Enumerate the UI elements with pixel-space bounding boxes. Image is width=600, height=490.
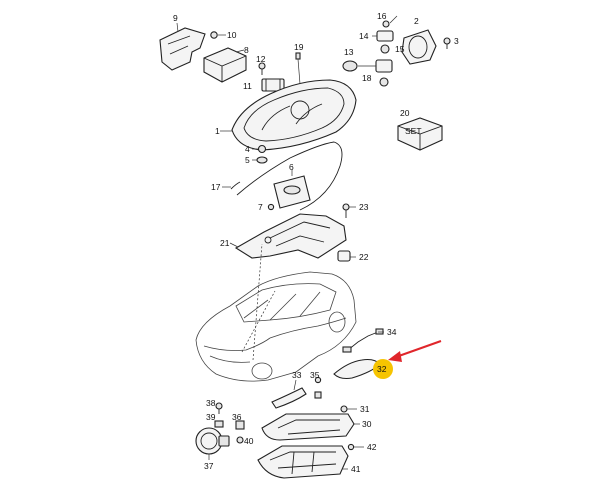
label-7: 7 — [258, 202, 263, 212]
part-7-screw — [267, 203, 275, 211]
part-9-bracket — [159, 22, 206, 71]
part-21-carrier — [229, 213, 347, 259]
pointer-arrowhead — [388, 351, 402, 362]
label-23: 23 — [359, 202, 369, 212]
pointer-arrow — [395, 340, 442, 358]
label-19: 19 — [294, 42, 304, 52]
part-20-seal-set: SET — [397, 117, 443, 151]
part-8-module — [203, 47, 247, 83]
part-22-clip — [337, 250, 356, 262]
label-32: 32 — [377, 364, 387, 374]
part-33-strip — [271, 379, 307, 409]
label-39: 39 — [206, 412, 216, 422]
label-37: 37 — [204, 461, 214, 471]
label-22: 22 — [359, 252, 369, 262]
parts-4-5-grommets — [252, 144, 268, 164]
part-31-screw — [340, 405, 357, 413]
part-34-wiring — [342, 328, 384, 353]
label-5: 5 — [245, 155, 250, 165]
part-23-bolt — [342, 203, 356, 218]
label-40: 40 — [244, 436, 254, 446]
label-38: 38 — [206, 398, 216, 408]
label-35: 35 — [310, 370, 320, 380]
label-15: 15 — [395, 44, 405, 54]
part-2-cover — [401, 29, 437, 65]
label-18: 18 — [362, 73, 372, 83]
car-outline — [195, 243, 357, 382]
part-1-headlight — [220, 79, 357, 151]
label-42: 42 — [367, 442, 377, 452]
part-41-grille — [257, 445, 349, 479]
label-6: 6 — [289, 162, 294, 172]
part-37-fog-lamp — [195, 427, 230, 460]
part-6-actuator — [273, 170, 311, 209]
label-36: 36 — [232, 412, 242, 422]
label-4: 4 — [245, 144, 250, 154]
label-33: 33 — [292, 370, 302, 380]
label-30: 30 — [362, 419, 372, 429]
label-12: 12 — [256, 54, 266, 64]
label-11: 11 — [243, 81, 252, 91]
label-17: 17 — [211, 182, 221, 192]
label-3: 3 — [454, 36, 459, 46]
part-10-screw — [210, 31, 226, 39]
part-13-cap — [342, 60, 358, 72]
part-17-seal-strip — [222, 141, 343, 211]
label-10: 10 — [227, 30, 237, 40]
part-32-highlight-badge — [373, 359, 393, 379]
part-11-ballast — [261, 78, 285, 92]
part-19-bolt — [295, 52, 301, 85]
label-34: 34 — [387, 327, 397, 337]
parts-38-40-fixings — [214, 402, 245, 444]
label-16: 16 — [377, 11, 387, 21]
parts-14-18-bulb-assembly — [358, 15, 398, 87]
label-20: 20 — [400, 108, 410, 118]
label-8: 8 — [244, 45, 249, 55]
part-3-screw — [443, 37, 451, 49]
label-21: 21 — [220, 238, 230, 248]
part-12-bolt — [258, 62, 266, 75]
label-1: 1 — [215, 126, 220, 136]
set-label: SET — [405, 126, 422, 136]
part-42-screw — [347, 443, 364, 451]
label-9: 9 — [173, 13, 178, 23]
label-2: 2 — [414, 16, 419, 26]
part-35-clips — [314, 376, 322, 399]
part-number-labels: 9 10 8 12 11 19 13 16 14 15 18 2 3 20 1 … — [173, 11, 459, 474]
label-14: 14 — [359, 31, 369, 41]
label-13: 13 — [344, 47, 354, 57]
label-41: 41 — [351, 464, 361, 474]
part-30-frame — [261, 413, 360, 441]
label-31: 31 — [360, 404, 370, 414]
